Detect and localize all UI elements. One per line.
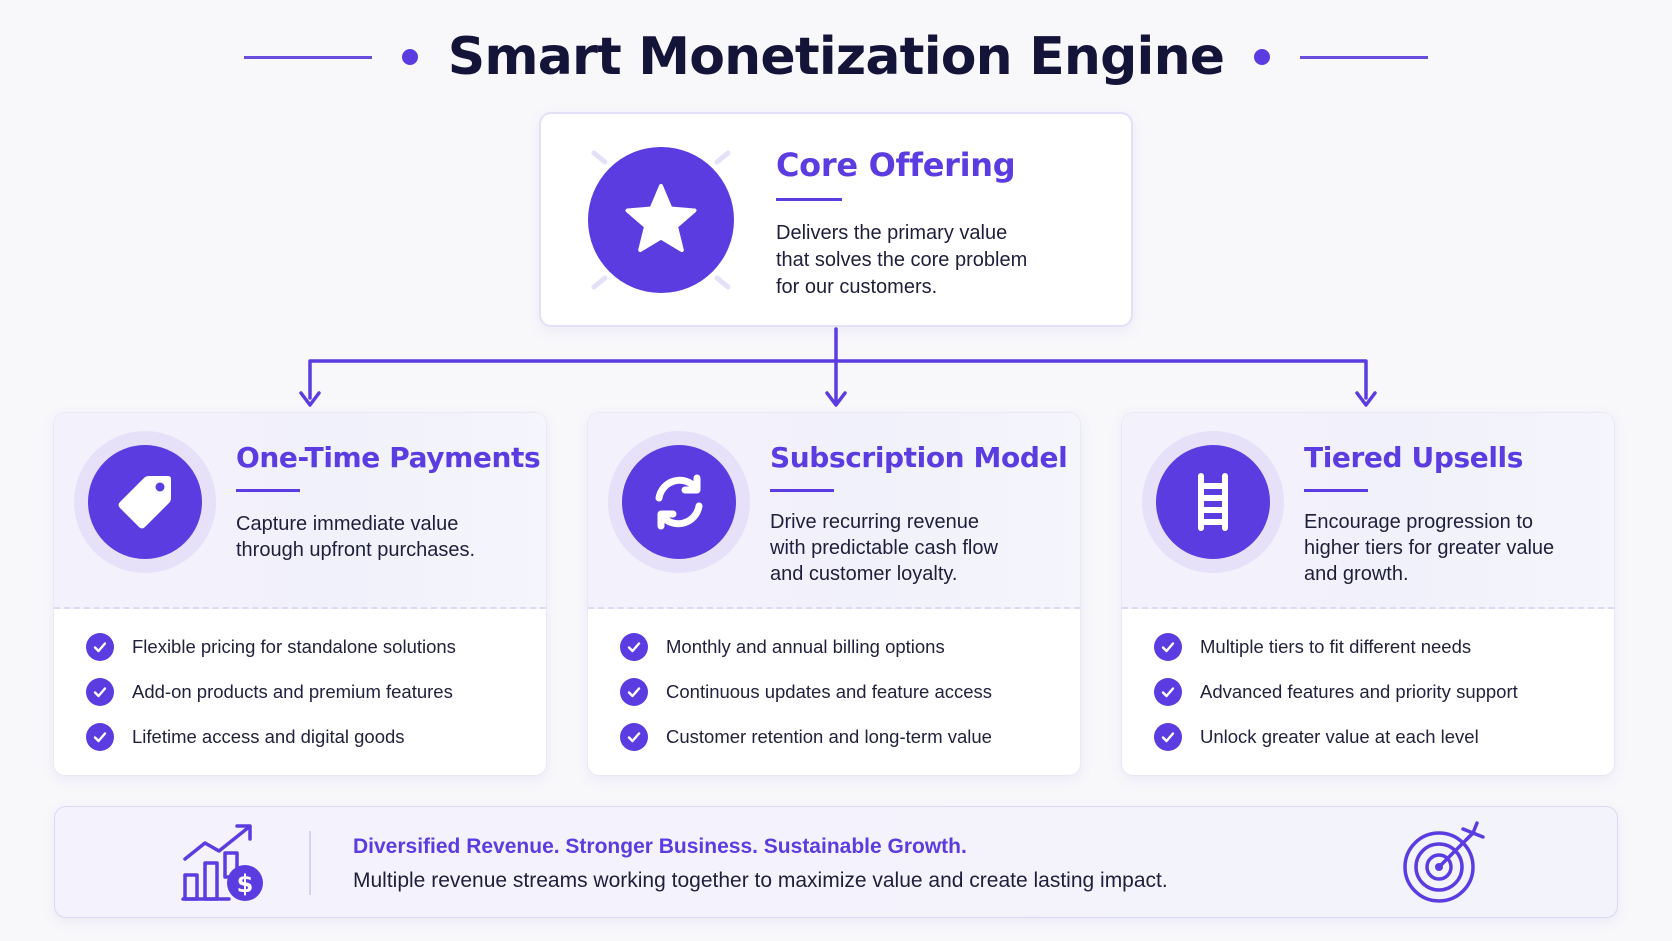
list-item: Continuous updates and feature access [620,678,992,706]
card-heading: One-Time Payments [236,441,541,474]
target-arrow-icon [1403,821,1485,903]
card-header-area: Subscription Model Drive recurring reven… [588,413,1080,609]
core-offering-card: Core Offering Delivers the primary value… [539,112,1133,327]
banner-text: Multiple revenue streams working togethe… [353,869,1168,892]
list-item-text: Customer retention and long-term value [666,726,992,747]
core-description: Delivers the primary value that solves t… [776,220,1086,301]
svg-text:$: $ [237,870,254,898]
card-icon-circle [622,445,736,559]
card-line: with predictable cash flow [770,537,998,559]
core-icon-circle [588,147,734,293]
feature-list: Flexible pricing for standalone solution… [86,633,456,768]
card-description: Drive recurring revenue with predictable… [770,509,1070,587]
card-header-area: One-Time Payments Capture immediate valu… [54,413,546,609]
card-line: and customer loyalty. [770,563,958,585]
card-description: Capture immediate value through upfront … [236,511,536,563]
card-heading-underline [1304,489,1368,492]
banner-divider [309,831,311,895]
card-icon-circle [1156,445,1270,559]
card-icon-circle [88,445,202,559]
list-item-text: Lifetime access and digital goods [132,726,405,747]
list-item-text: Unlock greater value at each level [1200,726,1479,747]
card-header-area: Tiered Upsells Encourage progression to … [1122,413,1614,609]
core-heading-underline [776,198,842,201]
core-line: for our customers. [776,276,938,298]
checkmark-icon [1154,678,1182,706]
list-item-text: Advanced features and priority support [1200,681,1518,702]
checkmark-icon [620,723,648,751]
feature-list: Monthly and annual billing options Conti… [620,633,992,768]
card-heading-underline [770,489,834,492]
list-item: Customer retention and long-term value [620,723,992,751]
list-item: Unlock greater value at each level [1154,723,1518,751]
list-item: Advanced features and priority support [1154,678,1518,706]
list-item: Multiple tiers to fit different needs [1154,633,1518,661]
core-heading: Core Offering [776,146,1016,184]
title-row: Smart Monetization Engine [0,22,1672,92]
summary-banner: $ Diversified Revenue. Stronger Business… [54,806,1618,918]
checkmark-icon [86,678,114,706]
feature-list: Multiple tiers to fit different needs Ad… [1154,633,1518,768]
card-line: higher tiers for greater value [1304,537,1555,559]
core-icon-wrap [581,140,741,300]
card-tiered-upsells: Tiered Upsells Encourage progression to … [1121,412,1615,776]
list-item: Flexible pricing for standalone solution… [86,633,456,661]
refresh-cycle-icon [655,474,703,530]
core-line: Delivers the primary value [776,222,1008,244]
checkmark-icon [86,723,114,751]
title-right-line [1300,55,1429,59]
card-heading: Subscription Model [770,441,1068,474]
card-one-time-payments: One-Time Payments Capture immediate valu… [53,412,547,776]
list-item-text: Multiple tiers to fit different needs [1200,636,1472,657]
title-left-line [243,55,372,59]
checkmark-icon [86,633,114,661]
card-description: Encourage progression to higher tiers fo… [1304,509,1600,587]
card-line: Capture immediate value [236,513,459,535]
sparkle-rays-icon [591,150,731,290]
banner-heading: Diversified Revenue. Stronger Business. … [353,835,967,858]
page-title: Smart Monetization Engine [447,27,1225,87]
card-heading-underline [236,489,300,492]
card-line: through upfront purchases. [236,539,476,561]
title-left-dot [401,49,418,65]
arrowhead-right [1355,391,1377,407]
list-item-text: Continuous updates and feature access [666,681,993,702]
growth-chart-dollar-icon: $ [181,824,263,901]
checkmark-icon [620,633,648,661]
card-line: and growth. [1304,563,1409,585]
card-subscription-model: Subscription Model Drive recurring reven… [587,412,1081,776]
card-heading: Tiered Upsells [1304,441,1523,474]
list-item-text: Monthly and annual billing options [666,636,945,657]
list-item-text: Add-on products and premium features [132,681,453,702]
ladder-icon [1198,473,1228,531]
title-right-dot [1254,49,1271,65]
core-line: that solves the core problem [776,249,1028,271]
list-item: Add-on products and premium features [86,678,456,706]
connector-branch [308,359,1368,400]
card-line: Drive recurring revenue [770,511,979,533]
connector-arrows [299,327,1377,407]
card-line: Encourage progression to [1304,511,1534,533]
list-item: Monthly and annual billing options [620,633,992,661]
list-item: Lifetime access and digital goods [86,723,456,751]
checkmark-icon [1154,633,1182,661]
arrowhead-center [825,391,847,407]
star-icon [625,184,697,252]
list-item-text: Flexible pricing for standalone solution… [132,636,456,657]
checkmark-icon [1154,723,1182,751]
price-tag-icon [118,476,171,529]
arrowhead-left [299,391,321,407]
checkmark-icon [620,678,648,706]
